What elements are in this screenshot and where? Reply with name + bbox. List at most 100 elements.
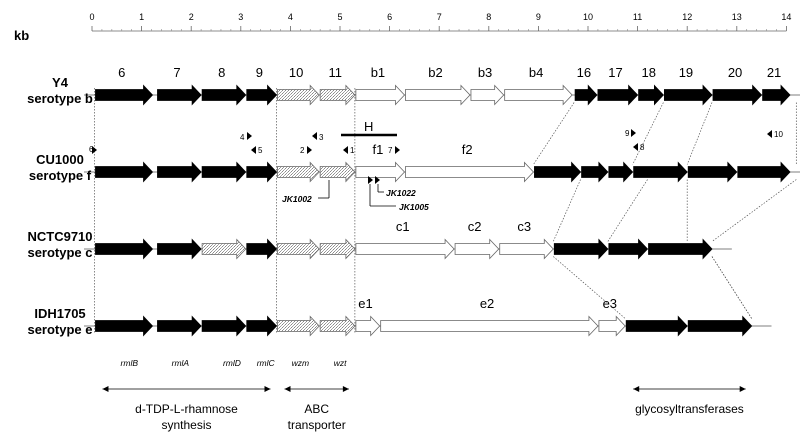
gene-arrow (246, 238, 278, 260)
gene-name: wzt (334, 358, 347, 368)
homology-guide (686, 102, 713, 165)
group-label: glycosyltransferases (635, 402, 744, 416)
gene-label: b2 (428, 65, 442, 80)
guide-lines (94, 88, 797, 334)
gene-arrow (553, 238, 609, 260)
gene-arrow (246, 161, 278, 183)
gene-arrow (355, 161, 406, 183)
gene-arrow (277, 315, 320, 337)
primer-10-arrow (767, 130, 772, 138)
gene-arrow (597, 84, 639, 106)
group-label-line2: transporter (288, 418, 346, 432)
strain-name: NCTC9710 (27, 229, 92, 244)
gene-arrow (355, 238, 455, 260)
gene-arrow (157, 161, 202, 183)
gene-arrow (201, 238, 247, 260)
primer-3-arrow (312, 132, 317, 140)
gene-name: rmlB (121, 358, 139, 368)
gene-label: 10 (289, 65, 303, 80)
gene-label: 17 (608, 65, 622, 80)
primer-6-arrow (92, 146, 97, 154)
group-span-left-head (633, 386, 640, 392)
scale-tick-label: 3 (238, 12, 243, 22)
group-label: d-TDP-L-rhamnose (135, 402, 238, 416)
gene-arrow (454, 238, 500, 260)
strain-serotype: serotype b (27, 91, 93, 106)
gene-arrow (95, 238, 154, 260)
primer-1-arrow (343, 146, 348, 154)
gene-arrow (246, 84, 278, 106)
scale-tick-label: 9 (536, 12, 541, 22)
mutant-jk1002: JK1002 (282, 194, 312, 204)
gene-arrow (201, 161, 247, 183)
primer-10: 10 (774, 130, 783, 139)
gene-label: 20 (728, 65, 742, 80)
strain-serotype: serotype f (29, 168, 92, 183)
gene-label: 19 (679, 65, 693, 80)
gene-label: 21 (767, 65, 781, 80)
gene-label: b3 (478, 65, 492, 80)
scale-tick-label: 12 (682, 12, 692, 22)
gene-arrow (663, 84, 713, 106)
primer-1: 1 (350, 146, 355, 155)
gene-label: 18 (642, 65, 656, 80)
scale-tick-label: 4 (288, 12, 293, 22)
scale-tick-label: 8 (486, 12, 491, 22)
gene-arrow (319, 84, 356, 106)
primer-9-arrow (631, 129, 636, 137)
strain-serotype: serotype e (27, 322, 92, 337)
primer-3: 3 (319, 133, 324, 142)
primer-4: 4 (240, 133, 245, 142)
primer-8-arrow (633, 143, 638, 151)
gene-label: 9 (256, 65, 263, 80)
scale-tick-label: 5 (337, 12, 342, 22)
gene-label: b1 (371, 65, 385, 80)
scale-tick-label: 11 (633, 12, 642, 22)
gene-label: f1 (373, 142, 384, 157)
group-label-line2: synthesis (161, 418, 211, 432)
homology-guide (533, 102, 575, 165)
strain-name: IDH1705 (34, 306, 85, 321)
gene-name: rmlA (172, 358, 190, 368)
gene-arrow (95, 315, 154, 337)
gene-arrow (470, 84, 505, 106)
gene-arrow (633, 161, 688, 183)
h-fragment-label: H (364, 119, 373, 134)
gene-arrow (277, 161, 320, 183)
group-span-right-head (264, 386, 271, 392)
homology-guide (607, 179, 648, 242)
primer-7-arrow (395, 146, 400, 154)
gene-label: 11 (329, 65, 343, 80)
gene-arrow (319, 315, 356, 337)
gene-arrow (499, 238, 554, 260)
gene-label: b4 (529, 65, 543, 80)
homology-guide (632, 102, 664, 165)
scale-tick-label: 0 (89, 12, 94, 22)
primer-6: 6 (89, 145, 94, 154)
gene-arrow (608, 161, 634, 183)
gene-arrow (504, 84, 573, 106)
gene-arrow (380, 315, 599, 337)
gene-arrow (687, 315, 753, 337)
primer-4-arrow (247, 132, 252, 140)
primer-8: 8 (640, 143, 645, 152)
gene-arrow (712, 84, 763, 106)
functional-groups: d-TDP-L-rhamnosesynthesisABCtransporterg… (102, 386, 746, 432)
gene-arrow (687, 161, 738, 183)
gene-arrow (405, 84, 471, 106)
gene-arrow (648, 238, 713, 260)
mutant-jk1022: JK1022 (386, 188, 416, 198)
gene-arrow (355, 315, 381, 337)
gene-arrow (625, 315, 688, 337)
gene-arrow (598, 315, 626, 337)
primer-2: 2 (300, 146, 305, 155)
gene-name: rmlD (223, 358, 241, 368)
gene-label: c1 (396, 219, 410, 234)
gene-arrow (277, 84, 320, 106)
primer-5-arrow (251, 146, 256, 154)
gene-arrow (157, 315, 202, 337)
gene-arrow (157, 238, 202, 260)
